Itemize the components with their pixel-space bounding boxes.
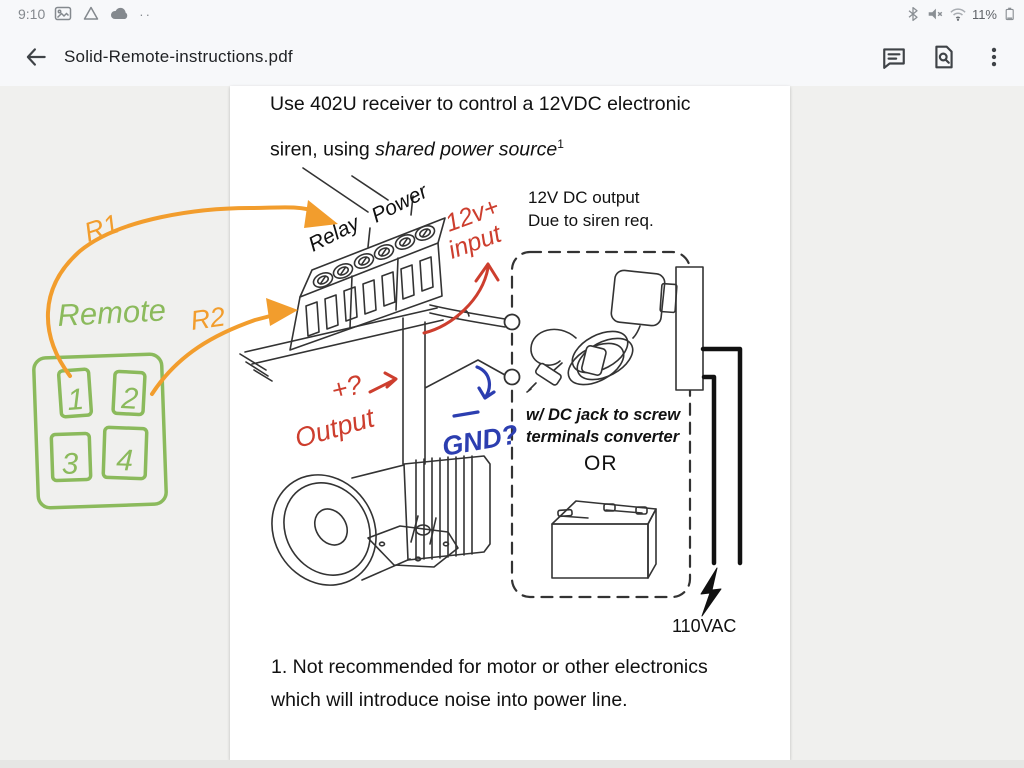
remote-button3-box xyxy=(49,431,93,483)
converter-note: w/ DC jack to screw terminals converter xyxy=(526,404,680,448)
remote-button2-box xyxy=(111,369,147,417)
status-time: 9:10 xyxy=(18,6,46,22)
output-note-line2: Due to siren req. xyxy=(528,211,654,230)
converter-note-line2: terminals converter xyxy=(526,428,680,446)
remote-button4-digit: 4 xyxy=(116,444,134,478)
remote-sketch-box xyxy=(32,352,168,510)
page-gap xyxy=(0,760,1024,768)
or-label: OR xyxy=(584,452,618,475)
heading-superscript: 1 xyxy=(557,137,564,151)
remote-button2-digit: 2 xyxy=(120,382,140,416)
overflow-menu-button[interactable] xyxy=(974,37,1014,77)
heading-line2: siren, using shared power source1 xyxy=(270,137,564,162)
app-bar: Solid-Remote-instructions.pdf xyxy=(0,28,1024,86)
footnote-line1: 1. Not recommended for motor or other el… xyxy=(271,656,708,678)
output-note-line1: 12V DC output xyxy=(528,188,640,207)
drive-notification-icon xyxy=(81,4,101,24)
volume-muted-icon xyxy=(926,5,944,23)
r1-label: R1 xyxy=(81,209,123,248)
battery-icon xyxy=(1002,4,1016,24)
document-title: Solid-Remote-instructions.pdf xyxy=(64,47,293,66)
green-annotation-strokes xyxy=(32,352,168,510)
cloud-notification-icon xyxy=(109,4,131,24)
wifi-icon xyxy=(949,6,967,22)
pdf-page: Use 402U receiver to control a 12VDC ele… xyxy=(230,86,790,760)
orange-annotation-text: R1 R2 xyxy=(81,209,227,336)
comments-button[interactable] xyxy=(874,37,914,77)
status-bar: 9:10 ·· 11% xyxy=(0,0,1024,28)
remote-label: Remote xyxy=(57,292,167,333)
converter-note-line1: w/ DC jack to screw xyxy=(526,406,681,424)
battery-percent: 11% xyxy=(971,6,997,22)
heading-line2-italic: shared power source xyxy=(375,138,558,161)
remote-button1-box xyxy=(56,367,94,419)
find-in-page-button[interactable] xyxy=(924,37,964,77)
remote-button4-box xyxy=(101,425,149,481)
pdf-viewer-canvas[interactable]: Use 402U receiver to control a 12VDC ele… xyxy=(0,86,1024,768)
heading-line1: Use 402U receiver to control a 12VDC ele… xyxy=(270,93,691,115)
bluetooth-icon xyxy=(905,5,921,23)
image-notification-icon xyxy=(53,4,73,24)
more-notifications-dots: ·· xyxy=(139,6,152,22)
remote-button3-digit: 3 xyxy=(61,447,79,481)
footnote-line2: which will introduce noise into power li… xyxy=(271,689,628,711)
vac-label: 110VAC xyxy=(672,616,737,636)
output-note: 12V DC output Due to siren req. xyxy=(528,186,654,232)
r2-label: R2 xyxy=(189,301,227,336)
remote-button1-digit: 1 xyxy=(66,383,85,417)
back-button[interactable] xyxy=(12,33,60,81)
heading-line2-prefix: siren, using xyxy=(270,138,376,161)
green-annotation-text: Remote 1 2 3 4 xyxy=(57,292,167,481)
